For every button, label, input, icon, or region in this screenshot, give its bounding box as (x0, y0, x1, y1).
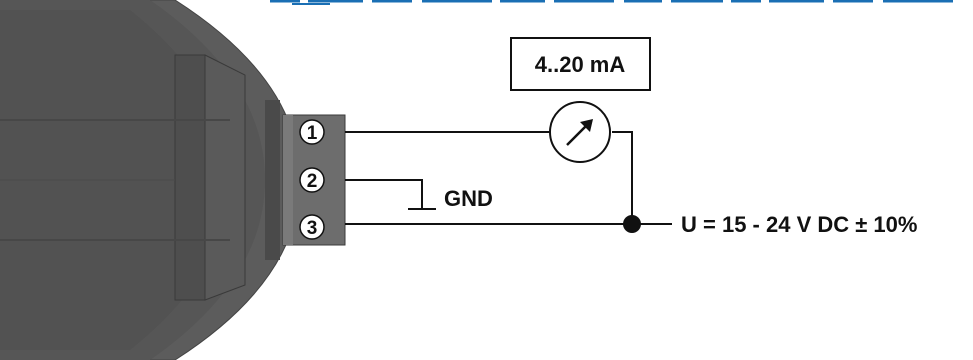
junction-node (623, 215, 641, 233)
wire-meter-to-node (612, 131, 633, 224)
terminal-1: 1 (299, 119, 325, 145)
cropped-top-text (270, 0, 958, 5)
terminal-3-number: 3 (307, 218, 318, 239)
meter-label-box: 4..20 mA (510, 37, 651, 91)
terminal-3: 3 (299, 214, 325, 240)
meter-label: 4..20 mA (535, 52, 626, 77)
wire-terminal-2-gnd (345, 179, 423, 196)
supply-voltage-label: U = 15 - 24 V DC ± 10% (681, 212, 917, 237)
terminal-1-number: 1 (307, 123, 318, 144)
ammeter-icon (549, 101, 611, 163)
sensor-housing (0, 0, 301, 360)
wires (345, 131, 672, 225)
terminal-2-number: 2 (307, 171, 318, 192)
ground-label: GND (444, 186, 493, 211)
terminal-2: 2 (299, 167, 325, 193)
